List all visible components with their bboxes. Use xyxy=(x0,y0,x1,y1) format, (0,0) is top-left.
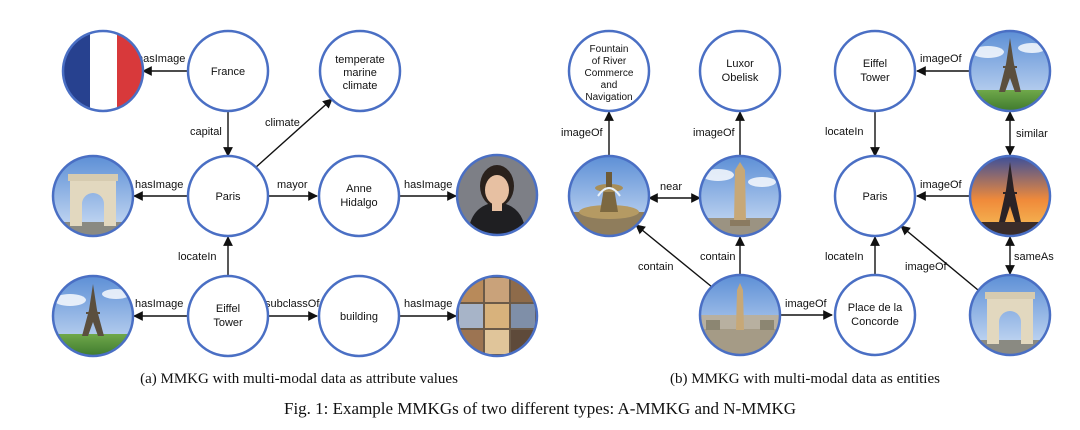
france-flag-image xyxy=(61,29,145,113)
edge-label-capital: capital xyxy=(190,126,222,138)
node-paris-b: Paris xyxy=(833,154,917,238)
diagram-a: hasImage capital climate hasImage mayor … xyxy=(51,29,539,387)
node-temperate-marine-climate: temperate marine climate xyxy=(318,29,402,113)
edge-label-imageof-eiffel: imageOf xyxy=(920,53,963,65)
edge-label-similar: similar xyxy=(1016,128,1048,140)
node-place-de-la-concorde: Place de la Concorde xyxy=(833,273,917,357)
edge-label-subclassof: subclassOf xyxy=(265,298,320,310)
diagram-b: imageOf imageOf near contain contain ima… xyxy=(561,29,1054,387)
node-label-eiffel-b-2: Tower xyxy=(860,72,890,84)
node-eiffel-tower-a: Eiffel Tower xyxy=(186,274,270,358)
edge-label-hasimage-paris: hasImage xyxy=(135,179,183,191)
edge-label-imageof-paris-sunset: imageOf xyxy=(920,179,963,191)
edge-label-locatein-a: locateIn xyxy=(178,251,217,263)
edge-label-near: near xyxy=(660,181,682,193)
buildings-collage-image xyxy=(455,274,539,358)
node-label-eiffel-b-1: Eiffel xyxy=(863,58,887,70)
node-label-temperate-1: temperate xyxy=(335,54,385,66)
edge-label-climate: climate xyxy=(265,117,300,129)
arc-de-triomphe-image-b xyxy=(968,273,1052,357)
node-label-temperate-2: marine xyxy=(343,67,377,79)
edge-label-hasimage-eiffel: hasImage xyxy=(135,298,183,310)
node-label-building: building xyxy=(340,311,378,323)
edge-label-imageof-paris-arc: imageOf xyxy=(905,261,948,273)
node-label-paris-b: Paris xyxy=(862,191,888,203)
edge-label-sameas: sameAs xyxy=(1014,251,1054,263)
node-luxor-obelisk: Luxor Obelisk xyxy=(698,29,782,113)
node-france: France xyxy=(186,29,270,113)
eiffel-tower-image-a xyxy=(51,274,135,358)
node-label-luxor-1: Luxor xyxy=(726,58,754,70)
fountain-image xyxy=(567,154,651,238)
node-label-eiffel-a-1: Eiffel xyxy=(216,303,240,315)
luxor-obelisk-image xyxy=(698,154,782,238)
caption-a: (a) MMKG with multi-modal data as attrib… xyxy=(140,371,458,387)
node-label-eiffel-a-2: Tower xyxy=(213,317,243,329)
node-anne-hidalgo: Anne Hidalgo xyxy=(317,154,401,238)
place-de-la-concorde-image xyxy=(698,273,782,357)
node-label-luxor-2: Obelisk xyxy=(722,72,759,84)
node-label-france-1: France xyxy=(211,66,245,78)
arc-de-triomphe-image xyxy=(51,154,135,238)
edge-label-locatein-concorde: locateIn xyxy=(825,251,864,263)
node-label-concorde-1: Place de la xyxy=(848,302,903,314)
edge-label-imageof-fountain: imageOf xyxy=(561,127,604,139)
eiffel-tower-image-b xyxy=(968,29,1052,113)
node-label-fountain-5: Navigation xyxy=(585,92,632,103)
anne-hidalgo-portrait-image xyxy=(455,153,539,237)
figure-caption: Fig. 1: Example MMKGs of two different t… xyxy=(284,399,796,418)
edge-label-hasimage-building: hasImage xyxy=(404,298,452,310)
edge-climate xyxy=(254,98,333,169)
caption-b: (b) MMKG with multi-modal data as entiti… xyxy=(670,371,940,387)
edge-label-contain-mid: contain xyxy=(700,251,735,263)
edge-label-mayor: mayor xyxy=(277,179,308,191)
node-label-concorde-2: Concorde xyxy=(851,316,899,328)
node-label-fountain-4: and xyxy=(601,80,618,91)
node-label-paris-a: Paris xyxy=(215,191,241,203)
node-fountain-of-river-commerce: Fountain of River Commerce and Navigatio… xyxy=(567,29,651,113)
edge-label-hasimage-anne: hasImage xyxy=(404,179,452,191)
edge-label-contain-left: contain xyxy=(638,261,673,273)
edge-imageof-paris-arc xyxy=(900,225,979,291)
node-building: building xyxy=(317,274,401,358)
edge-contain-left xyxy=(635,224,713,288)
node-paris-a: Paris xyxy=(186,154,270,238)
eiffel-sunset-image xyxy=(968,154,1052,238)
edge-label-hasimage-france: hasImage xyxy=(137,53,185,65)
node-label-fountain-1: Fountain xyxy=(590,44,629,55)
edge-label-imageof-concorde: imageOf xyxy=(785,298,828,310)
node-label-fountain-3: Commerce xyxy=(585,68,634,79)
edge-label-locatein-eiffel: locateIn xyxy=(825,126,864,138)
node-label-anne-1: Anne xyxy=(346,183,372,195)
node-label-fountain-2: of River xyxy=(592,56,627,67)
node-label-anne-2: Hidalgo xyxy=(340,197,377,209)
edge-label-imageof-luxor: imageOf xyxy=(693,127,736,139)
node-label-temperate-3: climate xyxy=(343,80,378,92)
node-eiffel-tower-b: Eiffel Tower xyxy=(833,29,917,113)
